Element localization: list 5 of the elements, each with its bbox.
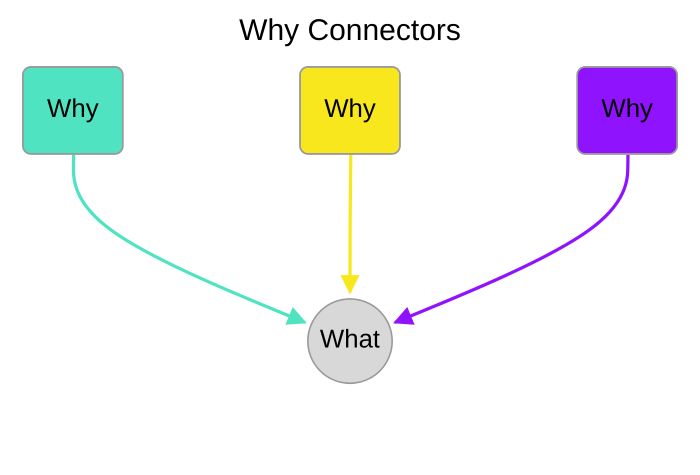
arrow (340, 154, 360, 294)
arrow (72, 154, 307, 325)
diagram-title: Why Connectors (238, 14, 462, 48)
node-circle: What (307, 298, 393, 384)
arrow (393, 154, 630, 325)
